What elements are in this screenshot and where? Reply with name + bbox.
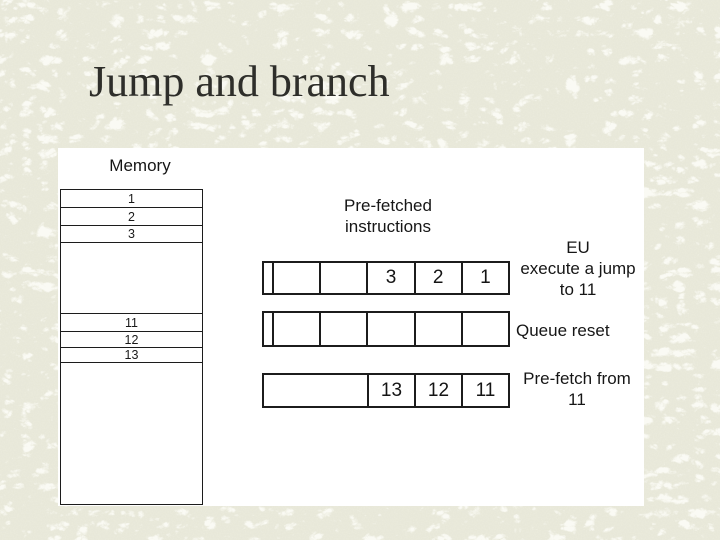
queue1-cell-3: 3: [366, 263, 413, 293]
memory-row-2: 2: [61, 208, 202, 226]
queue3-cell-3: 11: [461, 375, 508, 406]
queue1-cell-0: [264, 263, 272, 293]
queue3-cell-2: 12: [414, 375, 461, 406]
prefetched-instructions-caption: Pre-fetched instructions: [288, 195, 488, 237]
memory-gap-region: [61, 243, 202, 314]
memory-row-11: 11: [61, 314, 202, 332]
queue2-cell-0: [264, 313, 272, 345]
slide-title: Jump and branch: [89, 57, 390, 106]
annotation-prefetch-from-11: Pre-fetch from 11: [506, 368, 648, 410]
annotation-queue-reset: Queue reset: [516, 320, 656, 341]
annotation-prefetch-line-1: Pre-fetch from: [523, 369, 631, 388]
annotation-reset-line-1: Queue reset: [516, 321, 610, 340]
queue2-cell-5: [460, 313, 508, 345]
queue2-cell-2: [319, 313, 366, 345]
annotation-eu-jump: EU execute a jump to 11: [505, 237, 651, 300]
memory-row-1: 1: [61, 190, 202, 208]
annotation-eu-line-2: execute a jump: [520, 259, 636, 278]
queue3-cell-0: [264, 375, 367, 406]
queue2-cell-1: [272, 313, 319, 345]
caption-line-1: Pre-fetched: [344, 196, 432, 215]
memory-row-12: 12: [61, 332, 202, 348]
memory-row-3: 3: [61, 226, 202, 243]
instruction-queue-row-1: 3 2 1: [262, 261, 510, 295]
annotation-eu-line-1: EU: [566, 238, 590, 257]
memory-label: Memory: [109, 156, 171, 175]
queue1-cell-4: 2: [413, 263, 461, 293]
instruction-queue-row-3: 13 12 11: [262, 373, 510, 408]
caption-line-2: instructions: [345, 217, 431, 236]
queue3-cell-1: 13: [367, 375, 414, 406]
queue1-cell-5: 1: [460, 263, 508, 293]
memory-row-13: 13: [61, 348, 202, 363]
memory-empty-region: [61, 363, 202, 504]
queue2-cell-3: [366, 313, 413, 345]
annotation-eu-line-3: to 11: [559, 280, 597, 299]
memory-box: 1 2 3 11 12 13: [60, 189, 203, 505]
queue1-cell-2: [319, 263, 366, 293]
queue2-cell-4: [413, 313, 461, 345]
diagram-panel: Memory 1 2 3 11 12 13 Pre-fetched instru…: [58, 148, 644, 506]
instruction-queue-row-2: [262, 311, 510, 347]
queue1-cell-1: [272, 263, 319, 293]
annotation-prefetch-line-2: 11: [568, 390, 586, 409]
